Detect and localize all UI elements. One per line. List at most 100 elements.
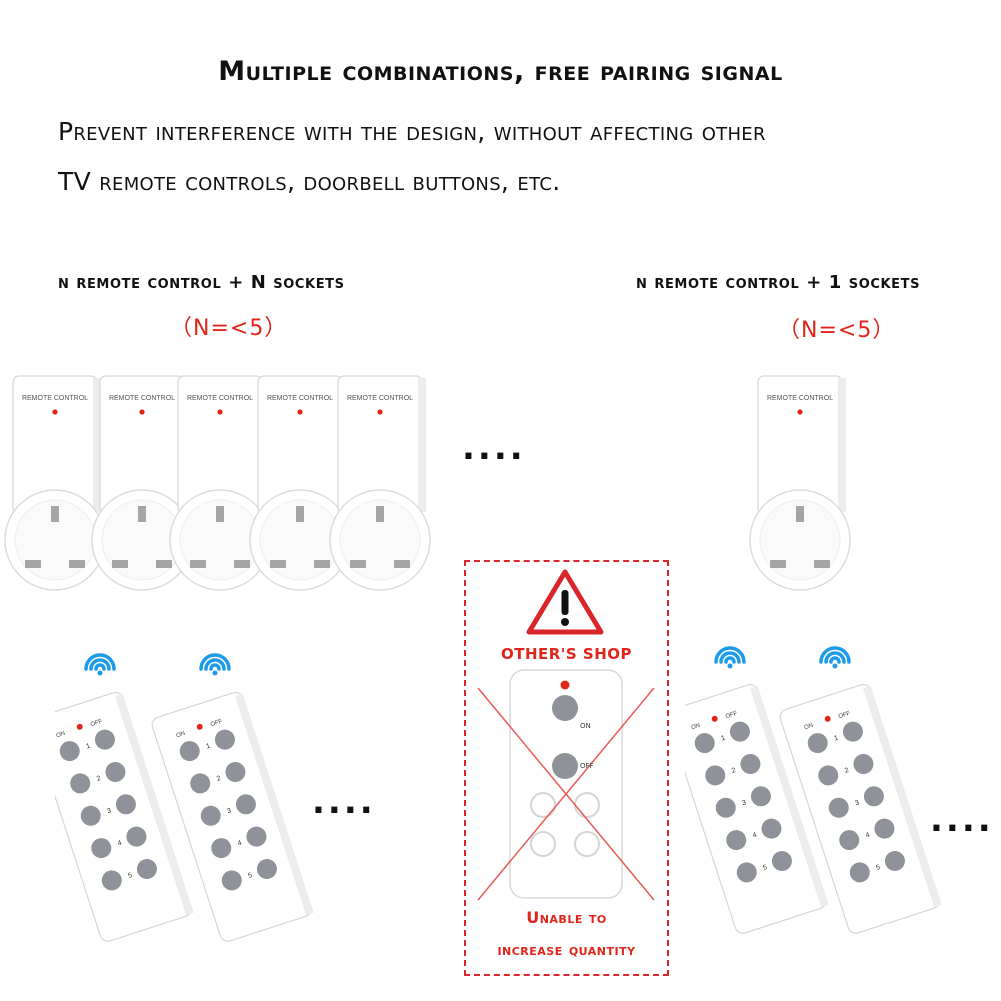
remote-led — [711, 715, 718, 722]
remote-off-button[interactable] — [92, 727, 117, 752]
remote-channel-label: 4 — [117, 840, 123, 848]
remote-on-button[interactable] — [219, 868, 244, 893]
socket-pin-hole — [51, 506, 59, 522]
socket-label: REMOTE CONTROL — [187, 395, 253, 402]
remote-on-button[interactable] — [692, 730, 717, 755]
remote-channel-label: 2 — [844, 767, 850, 775]
remote-on-button[interactable] — [734, 860, 759, 885]
remote-on-button[interactable] — [78, 803, 103, 828]
remote-led — [824, 715, 831, 722]
other-shop-illustration — [477, 569, 655, 901]
remote-off-button[interactable] — [882, 848, 907, 873]
remote-off-label: OFF — [725, 711, 739, 721]
remote-on-button[interactable] — [89, 835, 114, 860]
socket-pin-hole — [770, 560, 786, 568]
socket-label: REMOTE CONTROL — [267, 395, 333, 402]
wifi-icon — [84, 653, 116, 676]
socket-led — [52, 409, 58, 415]
wifi-icon — [819, 646, 851, 669]
remote-on-label: ON — [804, 723, 814, 731]
cross-out-icon — [477, 687, 655, 901]
remote-channel-label: 3 — [226, 807, 232, 815]
remote-channel-label: 3 — [854, 799, 860, 807]
left-group-limit: （N=<5） — [170, 316, 288, 341]
remote-off-button[interactable] — [738, 751, 763, 776]
socket-pin-hole — [216, 506, 224, 522]
remote-off-button[interactable] — [113, 792, 138, 817]
left-remotes-more-dots: .... — [312, 782, 376, 822]
remote-on-button[interactable] — [837, 827, 862, 852]
remote-off-button[interactable] — [840, 719, 865, 744]
socket-pin-hole — [156, 560, 172, 568]
remote-on-button[interactable] — [177, 738, 202, 763]
remote-off-button[interactable] — [103, 759, 128, 784]
socket-pin-hole — [112, 560, 128, 568]
remote-channel-label: 4 — [752, 832, 758, 840]
socket-led — [217, 409, 223, 415]
wifi-icon — [199, 653, 231, 676]
socket-led — [377, 409, 383, 415]
socket-1: REMOTE CONTROL — [4, 375, 106, 591]
remote-on-button[interactable] — [816, 763, 841, 788]
remote-off-button[interactable] — [134, 856, 159, 881]
other-shop-caption-1: Unable to — [526, 908, 607, 927]
remote-on-button[interactable] — [847, 860, 872, 885]
remote-on-button[interactable] — [57, 738, 82, 763]
remote-off-button[interactable] — [748, 784, 773, 809]
remote-led — [196, 723, 203, 730]
right-socket: REMOTE CONTROL — [749, 375, 851, 591]
other-shop-title: OTHER'S SHOP — [500, 645, 633, 663]
other-shop-off-label: OFF — [580, 762, 594, 770]
remote-off-button[interactable] — [861, 784, 886, 809]
remote-off-button[interactable] — [233, 792, 258, 817]
remote-off-button[interactable] — [872, 816, 897, 841]
socket-pin-hole — [138, 506, 146, 522]
remote-on-button[interactable] — [68, 771, 93, 796]
headline: Multiple combinations, free pairing sign… — [218, 56, 783, 87]
socket-pin-hole — [314, 560, 330, 568]
socket-pin-hole — [25, 560, 41, 568]
remote-off-button[interactable] — [124, 824, 149, 849]
remote-off-button[interactable] — [212, 727, 237, 752]
socket-pin-hole — [190, 560, 206, 568]
remote-channel-label: 1 — [205, 743, 211, 751]
remote-channel-label: 3 — [741, 799, 747, 807]
remote-channel-label: 2 — [96, 775, 102, 783]
remote-on-button[interactable] — [805, 730, 830, 755]
remote-off-button[interactable] — [851, 751, 876, 776]
socket-pin-hole — [376, 506, 384, 522]
remote-led — [76, 723, 83, 730]
remote-on-button[interactable] — [198, 803, 223, 828]
remote-on-button[interactable] — [713, 795, 738, 820]
remote-off-button[interactable] — [254, 856, 279, 881]
right-group-limit: （N=<5） — [778, 318, 896, 343]
remote-on-button[interactable] — [188, 771, 213, 796]
socket-5: REMOTE CONTROL — [329, 375, 431, 591]
socket-pin-hole — [350, 560, 366, 568]
right-group-label: n remote control + 1 sockets — [636, 272, 921, 293]
remote-off-button[interactable] — [727, 719, 752, 744]
remote-off-button[interactable] — [769, 848, 794, 873]
socket-label: REMOTE CONTROL — [22, 395, 88, 402]
remote-on-button[interactable] — [99, 868, 124, 893]
remote-off-label: OFF — [210, 719, 224, 729]
left-sockets-more-dots: .... — [462, 428, 526, 468]
remote-on-button[interactable] — [703, 763, 728, 788]
remote-channel-label: 4 — [865, 832, 871, 840]
remote-on-button[interactable] — [209, 835, 234, 860]
remote-channel-label: 4 — [237, 840, 243, 848]
subtitle-line-1: Prevent interference with the design, wi… — [58, 117, 766, 146]
remote-on-button[interactable] — [724, 827, 749, 852]
remote-on-button[interactable] — [826, 795, 851, 820]
remote-off-button[interactable] — [244, 824, 269, 849]
remote-off-button[interactable] — [223, 759, 248, 784]
remote-on-label: ON — [176, 731, 186, 739]
other-shop-on-label: ON — [580, 722, 591, 730]
remote-off-button[interactable] — [759, 816, 784, 841]
remote-channel-label: 3 — [106, 807, 112, 815]
remote-off-label: OFF — [90, 719, 104, 729]
